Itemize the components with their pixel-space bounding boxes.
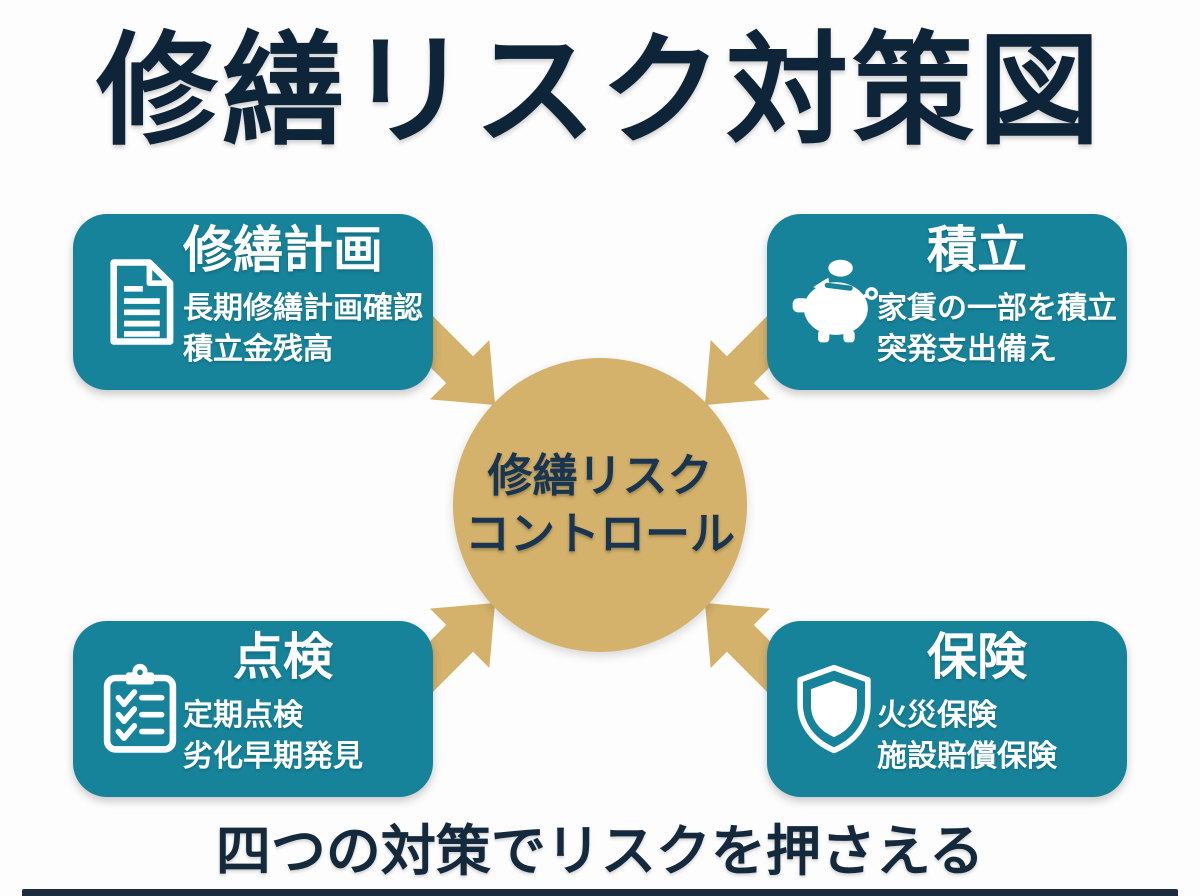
card-lines: 定期点検 劣化早期発見 (183, 695, 425, 777)
center-line-1: 修繕リスク (487, 450, 713, 502)
card-insurance: 保険 火災保険 施設賠償保険 (767, 621, 1127, 797)
card-line: 定期点検 (183, 699, 303, 732)
card-line: 劣化早期発見 (183, 740, 363, 773)
card-heading: 積立 (927, 222, 1027, 278)
bottom-crop-strip (22, 889, 1178, 896)
card-heading: 修繕計画 (183, 222, 383, 278)
card-line: 積立金残高 (183, 333, 333, 366)
card-reserve-fund: 積立 家賃の一部を積立 突発支出備え (767, 214, 1127, 390)
center-circle: 修繕リスク コントロール (453, 358, 747, 652)
clipboard-check-icon (93, 662, 187, 756)
card-line: 火災保険 (877, 699, 997, 732)
card-line: 家賃の一部を積立 (877, 292, 1117, 325)
document-icon (93, 255, 187, 349)
caption: 四つの対策でリスクを押さえる (215, 820, 985, 882)
shield-icon (787, 662, 881, 756)
card-line: 長期修繕計画確認 (183, 292, 423, 325)
center-line-2: コントロール (464, 508, 735, 559)
card-lines: 長期修繕計画確認 積立金残高 (183, 288, 425, 370)
card-heading: 保険 (927, 629, 1027, 685)
card-line: 突発支出備え (877, 333, 1057, 366)
page-title: 修繕リスク対策図 (96, 23, 1104, 159)
card-lines: 家賃の一部を積立 突発支出備え (877, 288, 1119, 370)
card-lines: 火災保険 施設賠償保険 (877, 695, 1119, 777)
card-repair-plan: 修繕計画 長期修繕計画確認 積立金残高 (73, 214, 433, 390)
card-heading: 点検 (233, 629, 333, 685)
card-inspection: 点検 定期点検 劣化早期発見 (73, 621, 433, 797)
piggy-bank-icon (787, 255, 881, 349)
card-line: 施設賠償保険 (877, 740, 1057, 773)
